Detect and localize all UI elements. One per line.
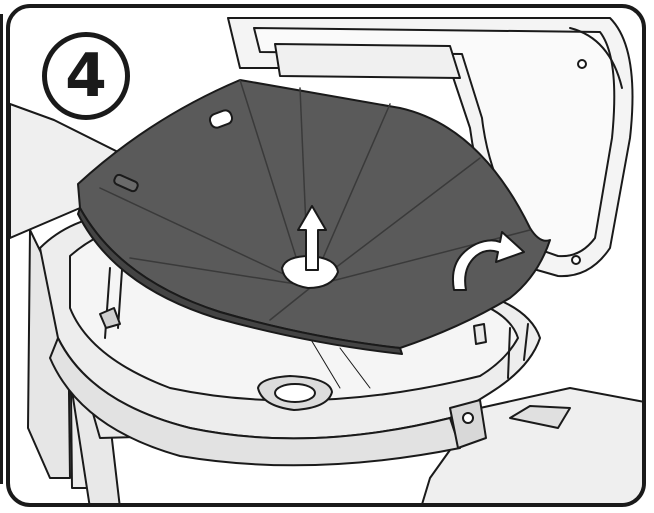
curved-rotate-arrow-icon xyxy=(452,231,525,291)
left-margin xyxy=(0,0,6,513)
illustration-frame: 4 xyxy=(6,4,646,507)
up-arrow-icon xyxy=(297,205,327,271)
tray-slot-left xyxy=(208,109,234,129)
tray-center-hole xyxy=(281,255,339,289)
assembly-illustration xyxy=(10,17,642,503)
step-number-badge: 4 xyxy=(42,32,130,120)
tray-slot-front xyxy=(113,173,139,193)
front-latch xyxy=(99,307,121,329)
step-number: 4 xyxy=(65,41,107,111)
adjacent-panel-border xyxy=(0,14,3,484)
